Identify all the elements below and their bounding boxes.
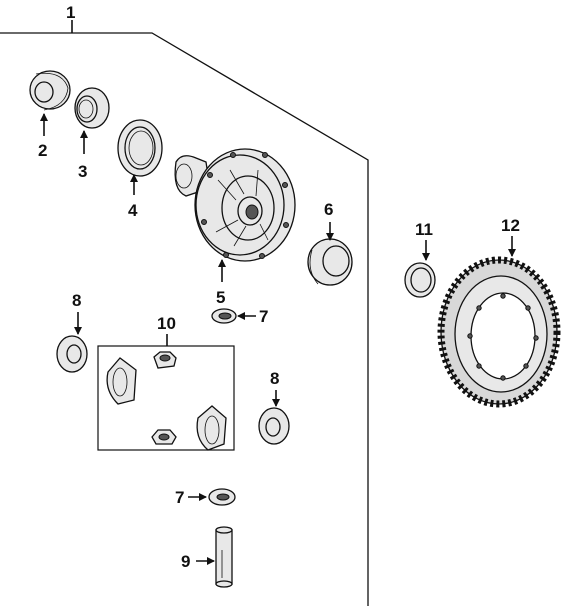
part-7-washer-upper: [211, 308, 237, 324]
part-11-shim: [404, 262, 436, 298]
part-8-thrust-washer-right: [258, 407, 290, 445]
callout-7b: 7: [175, 488, 184, 507]
part-9-pinion-shaft: [215, 526, 233, 588]
callout-9: 9: [181, 552, 190, 571]
part-5-differential-case: [174, 148, 296, 262]
part-3-seal: [74, 87, 110, 129]
part-6-bearing: [307, 238, 353, 286]
part-2-bearing: [29, 70, 71, 111]
callout-11: 11: [415, 220, 433, 239]
part-7-washer-lower: [208, 488, 236, 506]
gear-kit-pinion-lower: [151, 429, 177, 445]
callout-5: 5: [216, 288, 225, 307]
callout-10: 10: [157, 314, 176, 333]
part-12-ring-gear: [437, 256, 561, 408]
part-4-bearing-race: [117, 119, 163, 177]
callout-12: 12: [501, 216, 520, 235]
gear-kit-side-gear-left: [106, 357, 137, 405]
gear-kit-side-gear-right: [196, 405, 227, 451]
callout-2: 2: [38, 141, 47, 160]
part-8-thrust-washer-left: [56, 335, 88, 373]
part-10-gear-kit-box: [97, 345, 235, 451]
callout-4: 4: [128, 201, 138, 220]
callout-7a: 7: [259, 307, 268, 326]
gear-kit-pinion-upper: [153, 351, 177, 369]
callout-8b: 8: [270, 369, 279, 388]
callout-3: 3: [78, 162, 87, 181]
callout-6: 6: [324, 200, 333, 219]
callout-1: 1: [66, 3, 75, 22]
callout-8a: 8: [72, 291, 81, 310]
assembly-outline: [0, 32, 369, 606]
